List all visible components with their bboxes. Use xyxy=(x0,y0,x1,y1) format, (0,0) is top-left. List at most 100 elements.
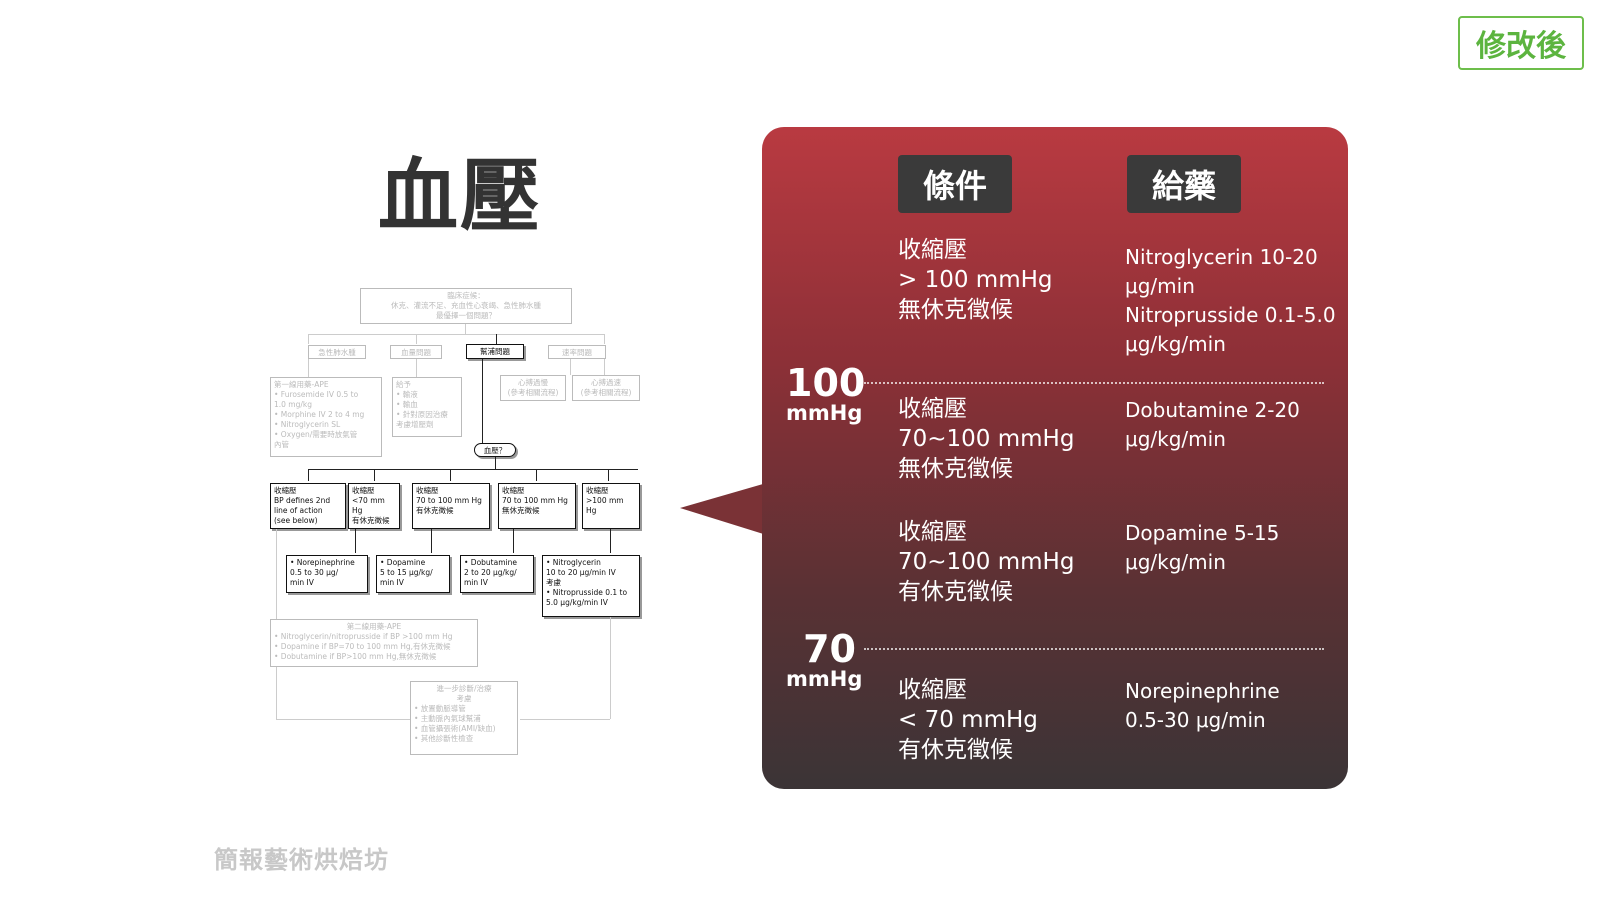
condition-line: 無休克徵候 xyxy=(898,456,1013,482)
flow-text: • Dobutamine if BP>100 mm Hg,無休克徵候 xyxy=(274,652,437,661)
condition-line: 收縮壓 xyxy=(898,237,967,263)
flow-text: • Dobutamine xyxy=(464,558,517,567)
flow-text: 70 to 100 mm Hg xyxy=(416,496,482,505)
threshold-value: 70 xyxy=(803,627,856,671)
tachycardia-box: 心搏過速 (參考相關流程) xyxy=(572,375,640,401)
branch-volume: 血量問題 xyxy=(390,345,442,359)
bp-treatment-panel xyxy=(762,127,1348,789)
flow-text: 1.0 mg/kg xyxy=(274,400,313,409)
flow-text: • 輸液 xyxy=(396,390,418,399)
condition-line: 收縮壓 xyxy=(898,396,967,422)
drug-box-dopamine: • Dopamine 5 to 15 μg/kg/ min IV xyxy=(376,555,450,593)
flow-text: • 主動脈內氣球幫浦 xyxy=(414,714,481,723)
threshold-unit: mmHg xyxy=(786,401,863,425)
flow-text: 5 to 15 μg/kg/ xyxy=(380,568,433,577)
medication-line: 0.5-30 μg/min xyxy=(1125,708,1266,732)
flow-text: 5.0 μg/kg/min IV xyxy=(546,598,608,607)
row-3-medication: Dopamine 5-15 μg/kg/min xyxy=(1125,519,1345,577)
flow-text: • 血管攝張術(AMI/缺血) xyxy=(414,724,496,733)
row-4-condition: 收縮壓 < 70 mmHg 有休克徵候 xyxy=(898,675,1038,765)
flow-text: 10 to 20 μg/min IV xyxy=(546,568,616,577)
header-condition: 條件 xyxy=(898,155,1012,213)
divider-100 xyxy=(864,382,1324,384)
row-2-condition: 收縮壓 70~100 mmHg 無休克徵候 xyxy=(898,394,1074,484)
flow-text: 心搏過速 xyxy=(591,378,621,387)
condition-line: > 100 mmHg xyxy=(898,267,1053,293)
branch-pulmonary-edema: 急性肺水腫 xyxy=(308,345,366,359)
flow-text: 速率問題 xyxy=(562,348,592,357)
flow-text: line of action xyxy=(274,506,323,515)
condition-line: 無休克徵候 xyxy=(898,297,1013,323)
flow-text: 收縮壓 xyxy=(274,486,297,495)
flow-text: BP defines 2nd xyxy=(274,496,331,505)
medication-line: μg/min xyxy=(1125,274,1195,298)
medication-line: Dopamine 5-15 xyxy=(1125,521,1280,545)
slide-title: 血壓 xyxy=(378,150,542,243)
condition-line: < 70 mmHg xyxy=(898,707,1038,733)
medication-line: Dobutamine 2-20 xyxy=(1125,398,1300,422)
bp-box-1: 收縮壓 BP defines 2nd line of action (see b… xyxy=(270,483,346,529)
flow-text: min IV xyxy=(380,578,404,587)
medication-line: Norepinephrine xyxy=(1125,679,1280,703)
threshold-unit: mmHg xyxy=(786,667,863,691)
watermark: 簡報藝術烘焙坊 xyxy=(214,846,389,874)
flow-text: 最優擇一個問題？ xyxy=(436,311,496,320)
flow-text: • Morphine IV 2 to 4 mg xyxy=(274,410,365,419)
header-medication: 給藥 xyxy=(1127,155,1241,213)
row-1-condition: 收縮壓 > 100 mmHg 無休克徵候 xyxy=(898,235,1053,325)
flow-text: • 輸血 xyxy=(396,400,418,409)
medication-line: μg/kg/min xyxy=(1125,332,1226,356)
bp-box-5: 收縮壓 >100 mm Hg xyxy=(582,483,640,529)
bp-box-4: 收縮壓 70 to 100 mm Hg 無休克徵候 xyxy=(498,483,576,529)
flow-text: 進一步診斷/治療 xyxy=(436,684,492,693)
row-2-medication: Dobutamine 2-20 μg/kg/min xyxy=(1125,396,1345,454)
flow-text: • Oxygen/需要時放氣管 xyxy=(274,430,358,439)
flow-text: 第二線用藥-APE xyxy=(346,622,402,631)
row-1-medication: Nitroglycerin 10-20 μg/min Nitroprusside… xyxy=(1125,243,1345,359)
flow-text: 收縮壓 xyxy=(416,486,439,495)
condition-line: 收縮壓 xyxy=(898,519,967,545)
flow-text: 有休克徵候 xyxy=(352,516,390,525)
flow-text: • 其他診斷性檢查 xyxy=(414,734,474,743)
bp-box-3: 收縮壓 70 to 100 mm Hg 有休克徵候 xyxy=(412,483,490,529)
flow-text: 無休克徵候 xyxy=(502,506,540,515)
flow-text: 收縮壓 xyxy=(502,486,525,495)
medication-line: μg/kg/min xyxy=(1125,550,1226,574)
flow-text: (see below) xyxy=(274,516,318,525)
flow-text: >100 mm Hg xyxy=(586,496,624,515)
condition-line: 有休克徵候 xyxy=(898,579,1013,605)
row-4-medication: Norepinephrine 0.5-30 μg/min xyxy=(1125,677,1345,735)
flow-text: 考慮 xyxy=(546,578,561,587)
revised-badge: 修改後 xyxy=(1458,16,1584,70)
threshold-100: 100 mmHg xyxy=(786,364,865,425)
flow-text: • 放置動脈導管 xyxy=(414,704,466,713)
medication-line: μg/kg/min xyxy=(1125,427,1226,451)
branch-pump: 幫浦問題 xyxy=(466,344,524,359)
flow-text: 有休克徵候 xyxy=(416,506,454,515)
flow-text: (參考相關流程) xyxy=(507,388,559,397)
flow-text: (參考相關流程) xyxy=(580,388,632,397)
threshold-70: 70 mmHg xyxy=(786,627,863,691)
bp-box-2: 收縮壓 <70 mm Hg 有休克徵候 xyxy=(348,483,400,529)
flow-text: 第一線用藥-APE xyxy=(274,380,329,389)
medication-line: Nitroprusside 0.1-5.0 xyxy=(1125,303,1336,327)
row-3-condition: 收縮壓 70~100 mmHg 有休克徵候 xyxy=(898,517,1074,607)
flow-text: • Nitroglycerin SL xyxy=(274,420,341,429)
flow-text: • Nitroglycerin/nitroprusside if BP >100… xyxy=(274,632,453,641)
flow-text: • 針對原因治療 xyxy=(396,410,448,419)
flow-text: 血壓？ xyxy=(483,446,507,455)
condition-line: 70~100 mmHg xyxy=(898,549,1075,575)
condition-line: 70~100 mmHg xyxy=(898,426,1075,452)
ape-first-line-box: 第一線用藥-APE • Furosemide IV 0.5 to 1.0 mg/… xyxy=(270,377,382,457)
flow-text: 考慮增壓劑 xyxy=(396,420,434,429)
flow-text: 收縮壓 xyxy=(352,486,375,495)
clinical-signs-box: 臨床症候： 休克、灌流不足、充血性心衰竭、急性肺水腫 最優擇一個問題？ xyxy=(360,288,572,324)
flow-text: 收縮壓 xyxy=(586,486,609,495)
bp-decision-node: 血壓？ xyxy=(474,443,516,457)
flow-text: 考慮 xyxy=(456,694,472,703)
drug-box-dobutamine: • Dobutamine 2 to 20 μg/kg/ min IV xyxy=(460,555,534,593)
drug-box-norepinephrine: • Norepinephrine 0.5 to 30 μg/ min IV xyxy=(286,555,368,593)
flow-text: 內管 xyxy=(274,440,289,449)
flow-text: 70 to 100 mm Hg xyxy=(502,496,568,505)
